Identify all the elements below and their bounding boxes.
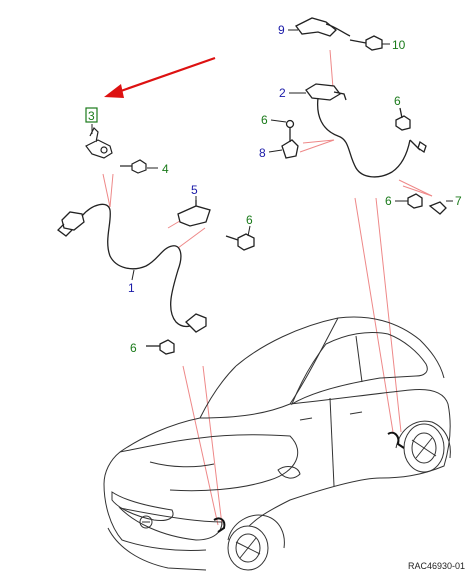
leader-lines — [102, 49, 433, 526]
callout-1: 1 — [128, 281, 135, 295]
callout-6-front-upper: 6 — [246, 213, 253, 227]
callout-6-rear-right-upper: 6 — [394, 94, 401, 108]
callout-3: 3 — [88, 109, 95, 123]
highlight-arrow — [104, 56, 216, 98]
callout-10: 10 — [392, 38, 406, 52]
callout-6-front-lower: 6 — [130, 341, 137, 355]
rear-harness — [281, 17, 447, 215]
callout-labels: 3 4 5 6 1 6 9 10 2 6 8 6 6 7 RAC46930-01 — [85, 23, 465, 571]
reference-code: RAC46930-01 — [408, 561, 465, 571]
front-harness — [57, 200, 255, 355]
callout-7: 7 — [455, 194, 462, 208]
front-wheel-speed-sensor — [85, 126, 147, 174]
callout-5: 5 — [191, 183, 198, 197]
callout-4: 4 — [162, 162, 169, 176]
callout-6-rear-left: 6 — [261, 113, 268, 127]
callout-2: 2 — [279, 86, 286, 100]
callout-8: 8 — [259, 146, 266, 160]
callout-6-rear-right-lower: 6 — [385, 194, 392, 208]
callout-9: 9 — [278, 23, 285, 37]
vehicle-illustration — [103, 316, 451, 571]
highlighted-part-box — [85, 107, 98, 123]
